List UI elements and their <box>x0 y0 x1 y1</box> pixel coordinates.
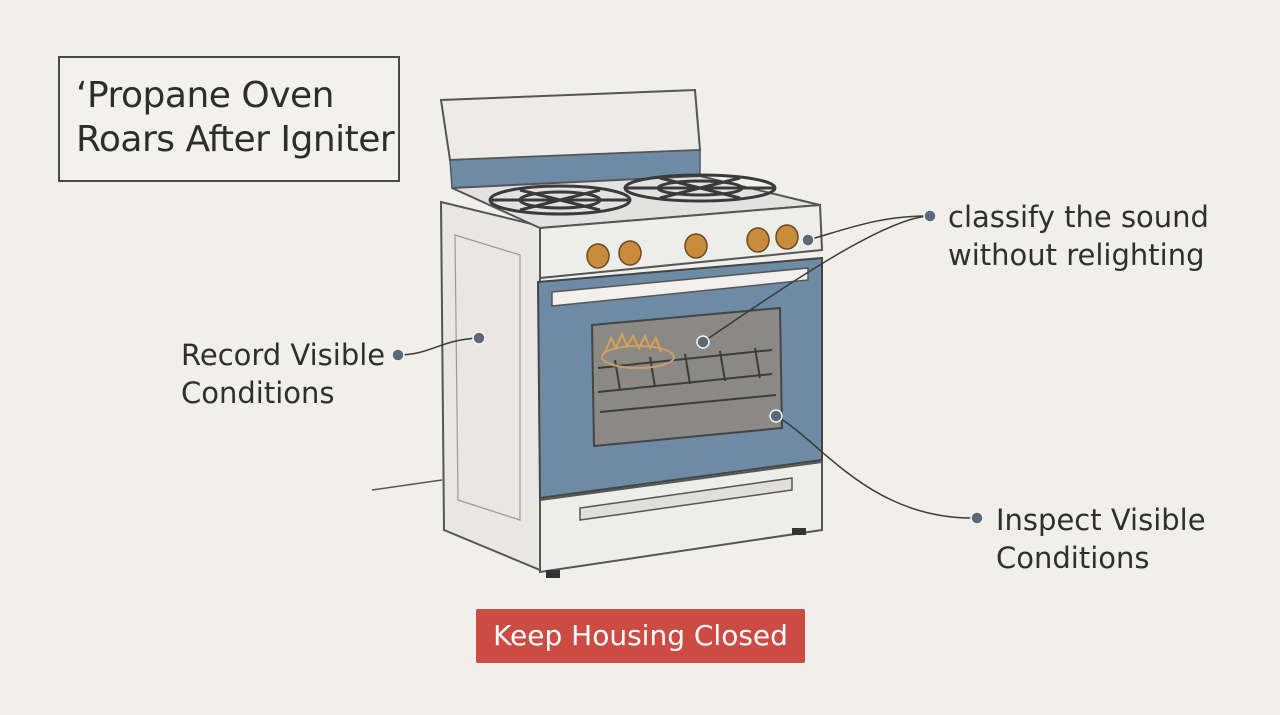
callout-dot-classify-target-flame <box>696 335 710 349</box>
warning-banner: Keep Housing Closed <box>476 609 805 663</box>
oven-foot-right <box>792 528 806 535</box>
callout-inspect-visible-conditions: Inspect Visible Conditions <box>996 501 1206 577</box>
oven-drawer-handle <box>579 477 793 521</box>
callout-inspect-line-2: Conditions <box>996 541 1150 575</box>
callout-dot-inspect-target <box>769 409 783 423</box>
callout-record-visible-conditions: Record Visible Conditions <box>181 336 385 412</box>
oven-window <box>590 306 784 448</box>
leader-line-inspect <box>775 415 977 519</box>
title-line-1: ‘Propane Oven <box>76 75 334 116</box>
callout-dot-record-target <box>472 331 486 345</box>
title-box: ‘Propane Oven Roars After Igniter <box>58 56 400 182</box>
oven-foot-left <box>546 570 560 578</box>
oven-backsplash <box>439 88 702 162</box>
floor-line <box>371 479 443 491</box>
callout-classify-sound: classify the sound without relighting <box>948 198 1209 274</box>
leader-line-classify-a <box>807 215 929 241</box>
title-line-2: Roars After Igniter <box>76 119 395 160</box>
callout-record-line-2: Conditions <box>181 376 335 410</box>
burner-grates <box>488 173 777 216</box>
leader-line-classify-b <box>702 215 929 343</box>
control-knobs <box>586 224 799 269</box>
callout-dot-classify-label <box>923 209 937 223</box>
callout-dot-record-label <box>391 348 405 362</box>
callout-record-line-1: Record Visible <box>181 338 386 372</box>
callout-classify-line-1: classify the sound <box>948 200 1209 234</box>
callout-classify-line-2: without relighting <box>948 238 1205 272</box>
callout-inspect-line-1: Inspect Visible <box>996 503 1206 537</box>
callout-dot-inspect-label <box>970 511 984 525</box>
control-panel <box>539 203 824 280</box>
burner-flame <box>601 331 675 369</box>
oven-side-inset <box>454 234 521 521</box>
callout-dot-classify-target-knob <box>801 233 815 247</box>
leader-line-record <box>397 337 479 356</box>
oven-door-handle <box>551 267 809 307</box>
